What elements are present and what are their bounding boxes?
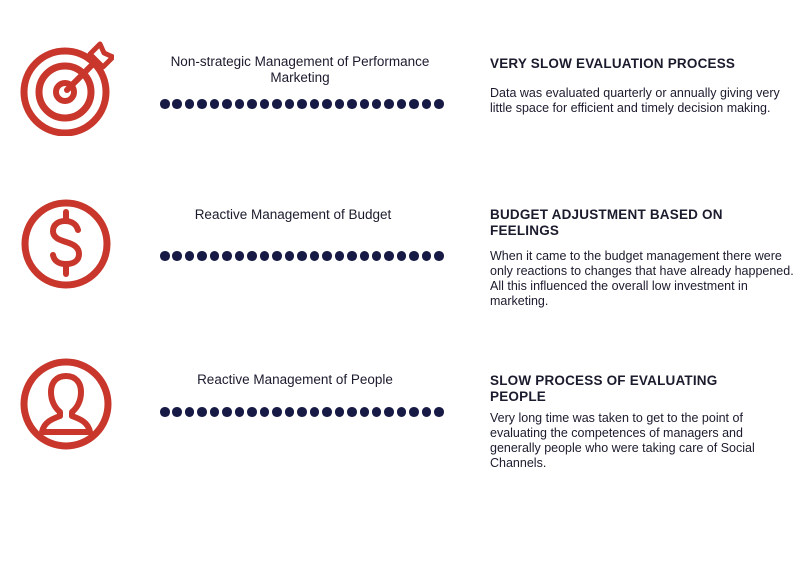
connector-dot <box>359 99 369 109</box>
connector-dot <box>384 407 394 417</box>
connector-dot <box>309 99 320 109</box>
connector-dot <box>421 407 432 417</box>
connector-dot <box>259 251 270 261</box>
connector-dot <box>434 99 444 109</box>
connector-dot <box>409 407 419 417</box>
row-description: Very long time was taken to get to the p… <box>490 411 755 470</box>
connector-dot <box>347 99 357 109</box>
dollar-icon <box>18 196 114 292</box>
connector-dot <box>322 251 332 261</box>
connector-dot <box>272 99 282 109</box>
connector-dot <box>322 99 332 109</box>
connector-dot <box>247 251 257 261</box>
connector-dot <box>384 251 394 261</box>
connector-dot <box>222 99 232 109</box>
connector-dot <box>309 407 320 417</box>
connector-dot <box>297 251 307 261</box>
row-heading: VERY SLOW EVALUATION PROCESS <box>490 56 736 71</box>
connector-dot <box>259 407 270 417</box>
connector-dot <box>184 99 195 109</box>
connector-dot <box>371 99 382 109</box>
connector-dot <box>371 407 382 417</box>
connector-dot <box>384 99 394 109</box>
connector-dot <box>234 251 245 261</box>
connector-dot <box>209 251 220 261</box>
connector-dot <box>247 99 257 109</box>
connector-dot <box>409 99 419 109</box>
connector-dot <box>284 251 295 261</box>
connector-dot <box>222 251 232 261</box>
connector-dot <box>322 407 332 417</box>
dotted-connector <box>160 406 444 418</box>
connector-dot <box>347 407 357 417</box>
connector-dot <box>396 407 407 417</box>
connector-dot <box>234 407 245 417</box>
connector-dot <box>172 251 182 261</box>
connector-dot <box>421 251 432 261</box>
connector-dot <box>297 99 307 109</box>
connector-dot <box>259 99 270 109</box>
dotted-connector <box>160 98 444 110</box>
row-heading: BUDGET ADJUSTMENT BASED ON FEELINGS <box>490 207 723 238</box>
connector-dot <box>197 407 207 417</box>
connector-dot <box>247 407 257 417</box>
connector-dot <box>396 251 407 261</box>
connector-dot <box>297 407 307 417</box>
connector-dot <box>421 99 432 109</box>
connector-dot <box>434 407 444 417</box>
connector-dot <box>334 99 345 109</box>
connector-dot <box>334 251 345 261</box>
connector-dot <box>160 251 170 261</box>
connector-dot <box>209 407 220 417</box>
target-arrow-icon <box>18 40 114 136</box>
connector-dot <box>359 407 369 417</box>
connector-dot <box>359 251 369 261</box>
connector-dot <box>184 407 195 417</box>
connector-dot <box>172 407 182 417</box>
connector-dot <box>209 99 220 109</box>
connector-dot <box>409 251 419 261</box>
connector-dot <box>272 251 282 261</box>
row-label: Reactive Management of People <box>197 372 393 387</box>
dotted-connector <box>160 250 444 262</box>
row-heading: SLOW PROCESS OF EVALUATING PEOPLE <box>490 373 718 404</box>
connector-dot <box>172 99 182 109</box>
connector-dot <box>160 99 170 109</box>
row-label: Reactive Management of Budget <box>194 207 392 222</box>
connector-dot <box>396 99 407 109</box>
connector-dot <box>272 407 282 417</box>
connector-dot <box>371 251 382 261</box>
connector-dot <box>334 407 345 417</box>
connector-dot <box>197 251 207 261</box>
connector-dot <box>347 251 357 261</box>
connector-dot <box>197 99 207 109</box>
connector-dot <box>284 99 295 109</box>
row-description: Data was evaluated quarterly or annually… <box>490 86 780 115</box>
connector-dot <box>234 99 245 109</box>
connector-dot <box>309 251 320 261</box>
connector-dot <box>184 251 195 261</box>
connector-dot <box>434 251 444 261</box>
connector-dot <box>284 407 295 417</box>
connector-dot <box>160 407 170 417</box>
person-icon <box>18 356 114 452</box>
row-description: When it came to the budget management th… <box>490 249 794 308</box>
row-label: Non-strategic Management of Performance … <box>170 54 430 85</box>
connector-dot <box>222 407 232 417</box>
